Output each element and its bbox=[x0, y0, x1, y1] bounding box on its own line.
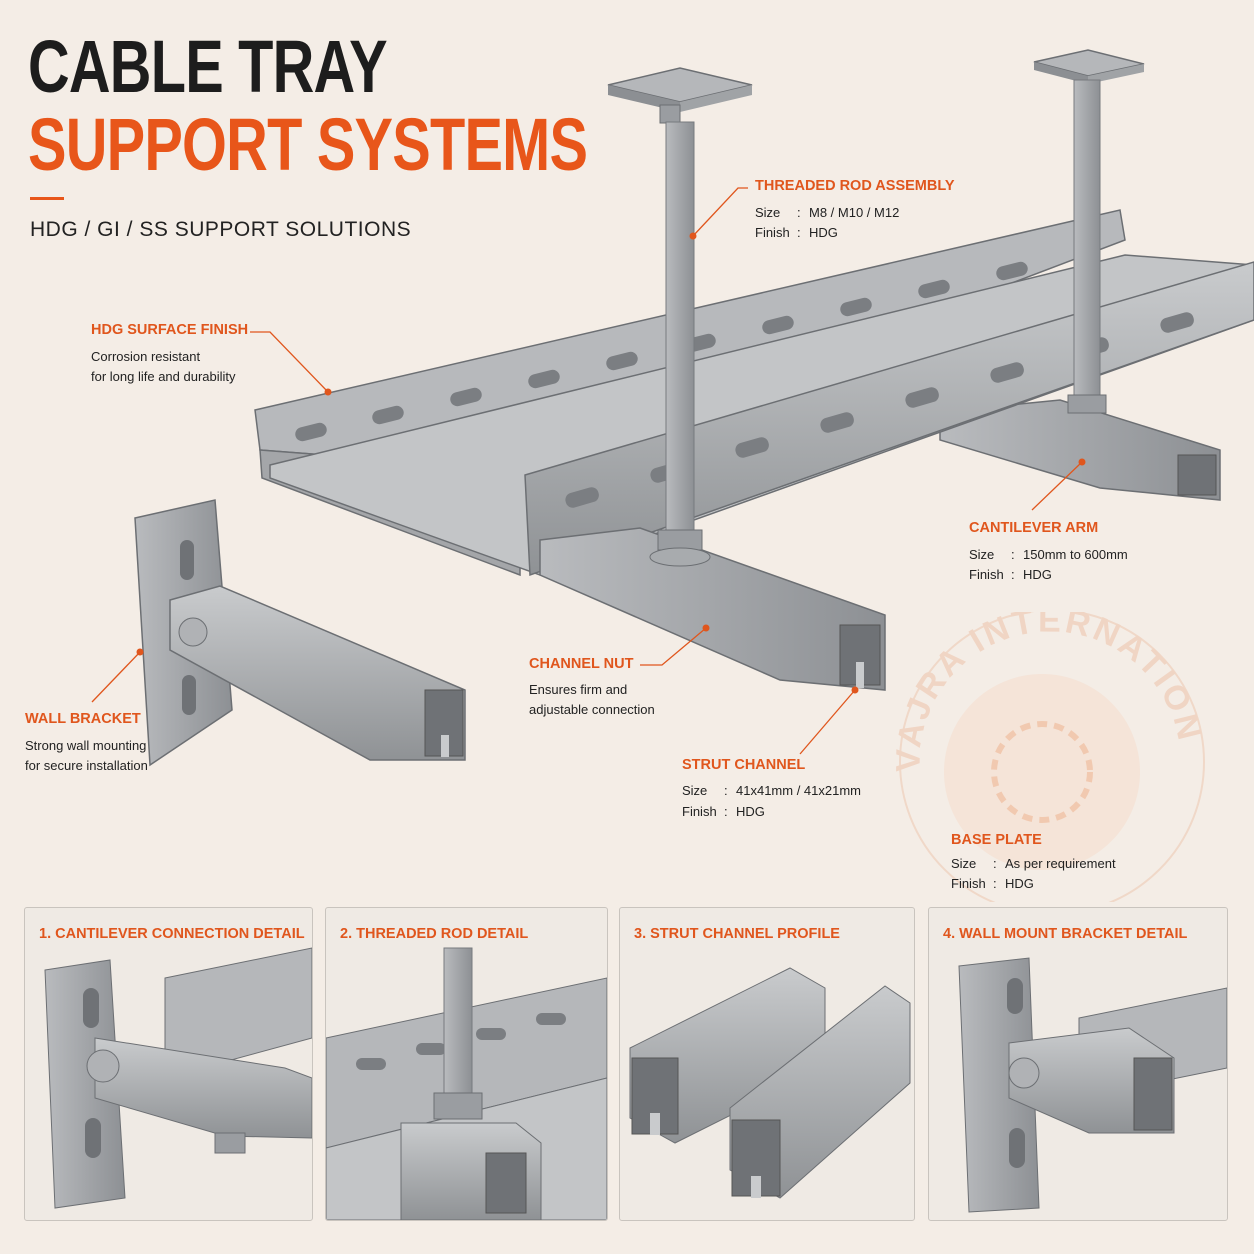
page-title-line1: CABLE TRAY bbox=[28, 25, 388, 108]
cantilever-detail-illustration bbox=[44, 947, 312, 1209]
hdg-surface-line1: Corrosion resistant bbox=[91, 349, 201, 364]
wall-bracket-label: WALL BRACKET bbox=[25, 711, 141, 727]
front-strut-channel bbox=[539, 527, 886, 691]
threaded-rod-finish: Finish:HDG bbox=[755, 225, 838, 240]
panel-title-cantilever: 1. CANTILEVER CONNECTION DETAIL bbox=[39, 926, 305, 942]
threaded-rod-size: Size:M8 / M10 / M12 bbox=[755, 205, 900, 220]
wall-mount-detail-illustration bbox=[958, 957, 1227, 1213]
panel-title-threaded-rod: 2. THREADED ROD DETAIL bbox=[340, 926, 529, 942]
detail-panel-cantilever: 1. CANTILEVER CONNECTION DETAIL bbox=[24, 907, 313, 1221]
base-plate-finish: Finish:HDG bbox=[951, 876, 1034, 891]
strut-channel-finish: Finish:HDG bbox=[682, 804, 765, 819]
wall-bracket bbox=[134, 499, 466, 767]
threaded-rod-left bbox=[607, 67, 753, 567]
hdg-surface-label: HDG SURFACE FINISH bbox=[91, 322, 249, 338]
base-plate-label: BASE PLATE bbox=[951, 832, 1042, 848]
threaded-rod-detail-illustration bbox=[326, 947, 607, 1220]
cable-tray-illustration bbox=[91, 49, 1254, 767]
title-divider bbox=[30, 197, 64, 200]
strut-channel-label: STRUT CHANNEL bbox=[682, 757, 806, 773]
watermark-logo: VAJRA INTERNATIONAL bbox=[880, 612, 1206, 902]
cantilever-size: Size:150mm to 600mm bbox=[969, 547, 1128, 562]
panel-title-strut-channel: 3. STRUT CHANNEL PROFILE bbox=[634, 926, 840, 942]
page-subtitle: HDG / GI / SS SUPPORT SOLUTIONS bbox=[30, 218, 412, 241]
detail-panel-strut-channel: 3. STRUT CHANNEL PROFILE bbox=[619, 907, 915, 1221]
threaded-rod-label: THREADED ROD ASSEMBLY bbox=[755, 178, 955, 194]
wall-bracket-line2: for secure installation bbox=[25, 758, 148, 773]
strut-channel-detail-illustration bbox=[629, 967, 911, 1199]
threaded-rod-right bbox=[1033, 49, 1145, 414]
base-plate-size: Size:As per requirement bbox=[951, 856, 1116, 871]
cantilever-finish: Finish:HDG bbox=[969, 567, 1052, 582]
cantilever-label: CANTILEVER ARM bbox=[969, 520, 1099, 536]
hdg-surface-line2: for long life and durability bbox=[91, 369, 236, 384]
wall-bracket-line1: Strong wall mounting bbox=[25, 738, 147, 753]
page-title-line2: SUPPORT SYSTEMS bbox=[28, 103, 588, 186]
channel-nut-line1: Ensures firm and bbox=[529, 682, 628, 697]
panel-title-wall-mount: 4. WALL MOUNT BRACKET DETAIL bbox=[943, 926, 1188, 942]
channel-nut-line2: adjustable connection bbox=[529, 702, 655, 717]
detail-panel-wall-mount: 4. WALL MOUNT BRACKET DETAIL bbox=[928, 907, 1228, 1221]
strut-channel-size: Size:41x41mm / 41x21mm bbox=[682, 783, 861, 798]
channel-nut-label: CHANNEL NUT bbox=[529, 656, 634, 672]
rear-strut-channel bbox=[939, 399, 1221, 501]
detail-panel-threaded-rod: 2. THREADED ROD DETAIL bbox=[325, 907, 608, 1221]
cable-tray bbox=[254, 209, 1254, 577]
